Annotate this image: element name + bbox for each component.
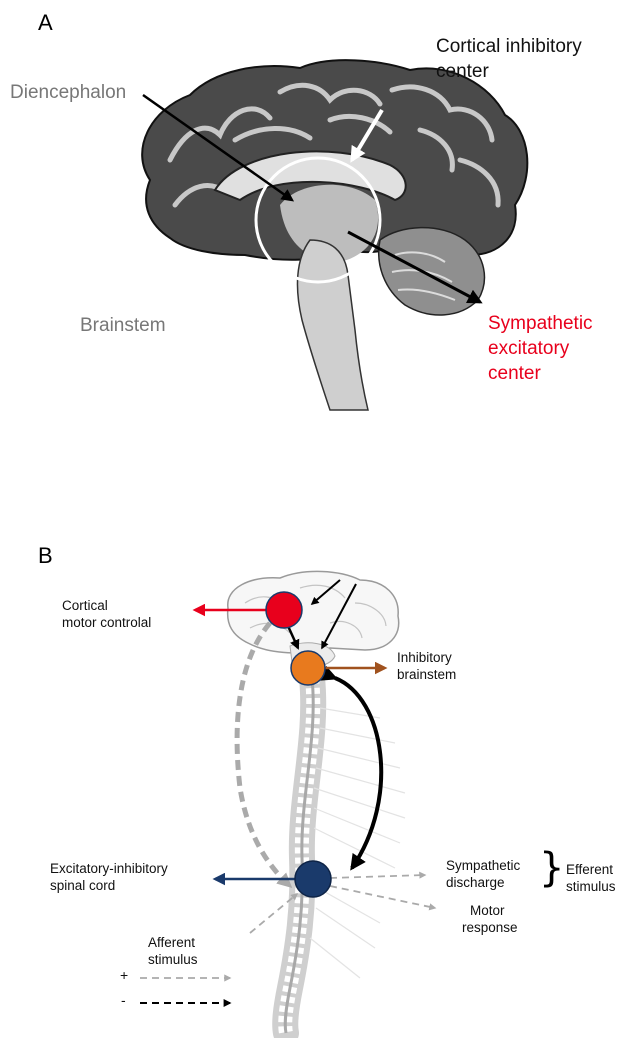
legend-plus: + bbox=[120, 967, 128, 985]
label-sympathetic-1: Sympathetic bbox=[488, 313, 593, 335]
label-excitatory-1: Excitatory-inhibitory bbox=[50, 861, 168, 878]
sympathetic-efferent-arrow bbox=[330, 875, 425, 878]
label-cortical-inhibitory-2: center bbox=[436, 61, 489, 83]
label-brainstem: Brainstem bbox=[80, 315, 166, 337]
label-afferent-1: Afferent bbox=[148, 935, 195, 952]
label-afferent-2: stimulus bbox=[148, 952, 198, 969]
excitatory-loop bbox=[237, 623, 290, 886]
label-inhibitory-2: brainstem bbox=[397, 667, 456, 684]
label-motor-1: Motor bbox=[470, 903, 505, 920]
label-excitatory-2: spinal cord bbox=[50, 878, 115, 895]
label-efferent-1: Efferent bbox=[566, 862, 613, 879]
label-cortical-1: Cortical bbox=[62, 598, 108, 615]
brain-outline-b bbox=[228, 571, 399, 653]
panel-b-letter: B bbox=[38, 543, 53, 569]
label-inhibitory-1: Inhibitory bbox=[397, 650, 452, 667]
label-sympathetic-discharge-1: Sympathetic bbox=[446, 858, 520, 875]
label-sympathetic-3: center bbox=[488, 363, 541, 385]
inhibitory-loop bbox=[335, 678, 381, 868]
inhibitory-node bbox=[291, 651, 325, 685]
label-motor-2: response bbox=[462, 920, 518, 937]
label-diencephalon: Diencephalon bbox=[10, 82, 126, 104]
label-cortical-2: motor controlal bbox=[62, 615, 151, 632]
label-efferent-2: stimulus bbox=[566, 879, 616, 896]
label-sympathetic-2: excitatory bbox=[488, 338, 569, 360]
label-sympathetic-discharge-2: discharge bbox=[446, 875, 505, 892]
motor-efferent-arrow bbox=[330, 886, 435, 908]
spinal-node bbox=[295, 861, 331, 897]
brainstem-shape bbox=[297, 240, 368, 410]
cortical-node bbox=[266, 592, 302, 628]
nervous-system-illustration bbox=[0, 568, 626, 1038]
efferent-brace: } bbox=[539, 848, 564, 888]
label-cortical-inhibitory-1: Cortical inhibitory bbox=[436, 36, 582, 58]
legend-minus: - bbox=[121, 992, 126, 1010]
